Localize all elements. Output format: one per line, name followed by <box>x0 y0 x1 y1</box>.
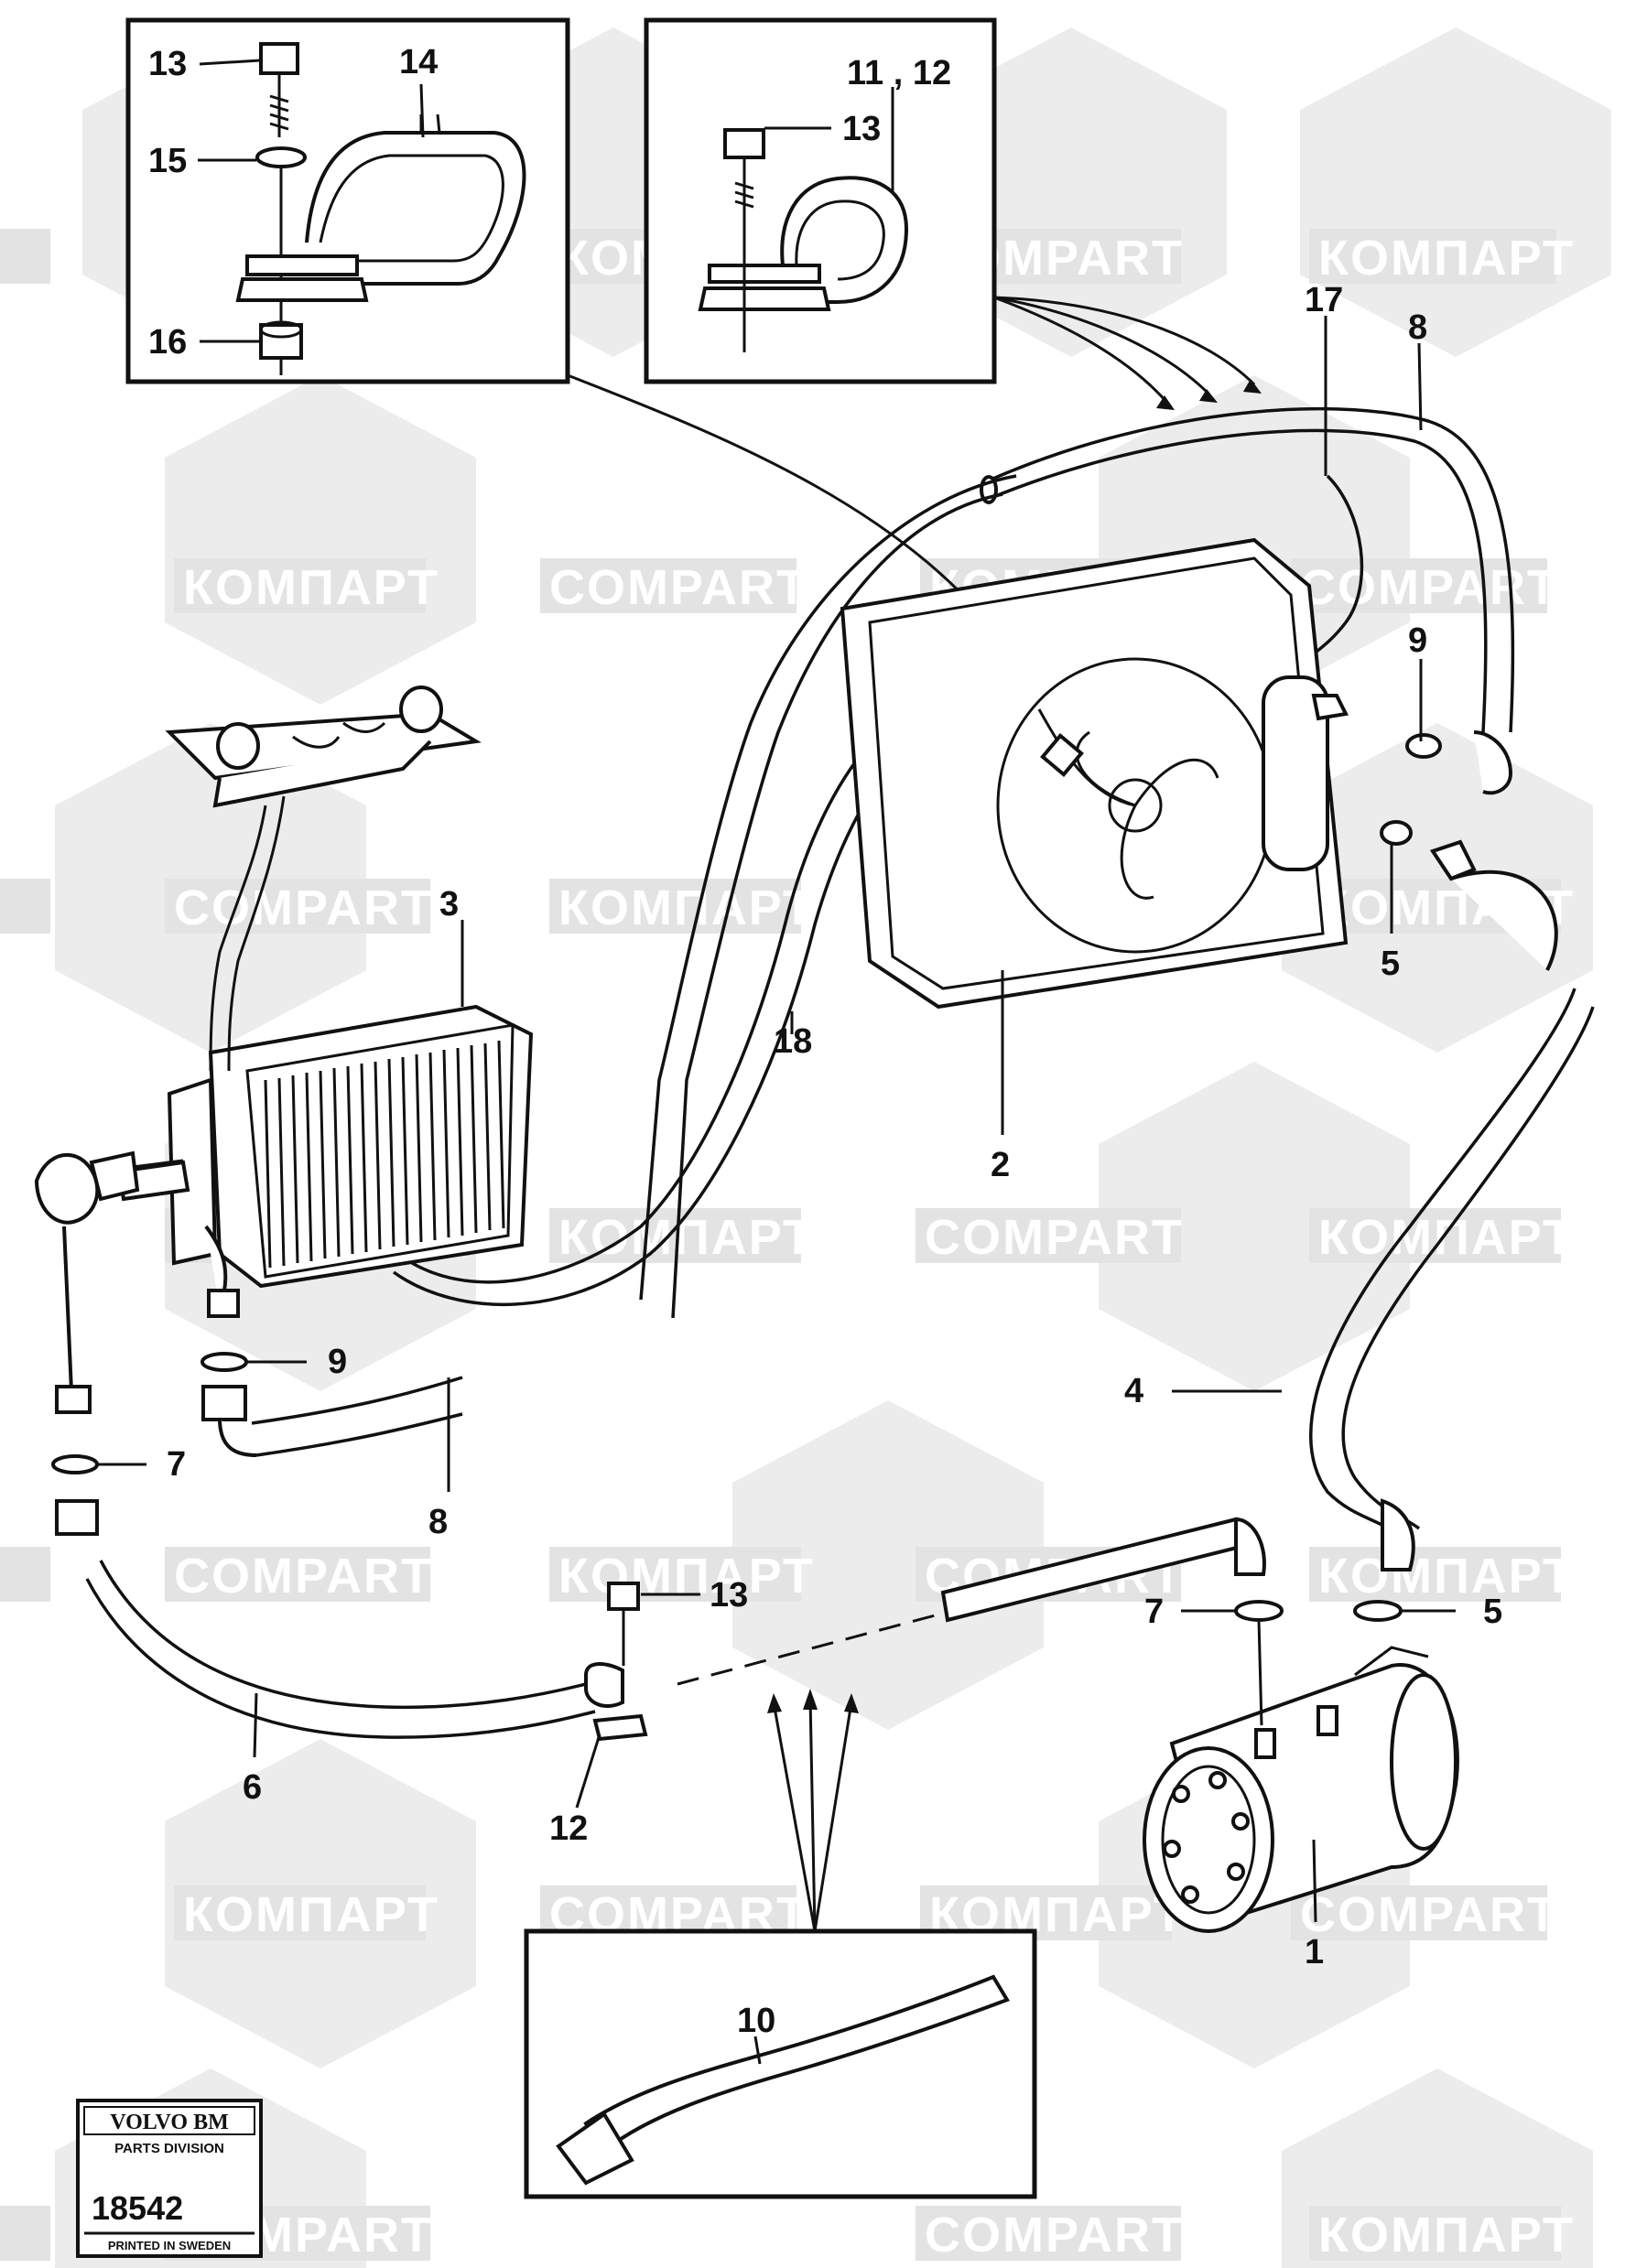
receiver-drier-icon <box>1262 675 1329 871</box>
washer-icon <box>1405 733 1442 759</box>
nut-icon <box>207 1289 240 1318</box>
inset-bottom-arrows <box>767 1689 859 1932</box>
watermark-kompart: КОМПАРТ <box>1318 1549 1575 1604</box>
callout-5: 5 <box>1483 1593 1502 1631</box>
expansion-valve <box>34 1150 184 1414</box>
watermark-compart: COMPART <box>925 2208 1184 2263</box>
watermark-compart: COMPART <box>174 1549 433 1604</box>
watermark-kompart: КОМПАРТ <box>1318 231 1575 286</box>
callout-8: 8 <box>428 1503 448 1541</box>
watermark-compart: COMPART <box>1300 560 1559 615</box>
knob-icon <box>399 686 443 733</box>
callout-3: 3 <box>439 885 459 923</box>
watermark-compart: COMPART <box>925 1210 1184 1265</box>
watermark-compart: COMPART <box>1300 1887 1559 1942</box>
callout-5: 5 <box>1381 945 1400 983</box>
fittings-compressor <box>1234 1498 1415 1726</box>
inset-b-leaders <box>993 296 1262 410</box>
callouts: 17 8 9 5 3 18 2 9 7 8 4 6 12 13 7 5 1 10 <box>167 281 1502 2040</box>
washer-icon <box>51 1454 99 1474</box>
washer-icon <box>255 146 307 168</box>
callout-8: 8 <box>1408 308 1427 347</box>
evaporator-3 <box>116 1004 534 1310</box>
callout-17: 17 <box>1305 281 1343 319</box>
stamp-number: 18542 <box>92 2189 183 2227</box>
callout-7: 7 <box>167 1445 186 1484</box>
washer-icon <box>1353 1600 1403 1622</box>
compressor-1 <box>1143 1646 1459 1933</box>
knob-icon <box>216 722 260 770</box>
watermark-kompart: КОМПАРТ <box>558 880 815 935</box>
callout-15: 15 <box>148 142 187 180</box>
hose-4 <box>1308 869 1595 1539</box>
fittings-condenser <box>1311 694 1513 881</box>
callout-1: 1 <box>1305 1933 1324 1971</box>
callout-18: 18 <box>774 1022 812 1061</box>
callout-13: 13 <box>710 1576 748 1615</box>
callout-13: 13 <box>148 45 187 83</box>
callout-12: 12 <box>549 1809 588 1848</box>
nut-icon <box>55 1385 92 1414</box>
callout-13: 13 <box>842 110 881 148</box>
clamp-12 <box>584 1582 648 1742</box>
watermark-row-5: COMPART КОМПАРТ COMPART КОМПАРТ <box>0 1547 1575 1604</box>
inset-clamp-11-12: 11 , 12 13 <box>644 17 997 384</box>
watermark-kompart: КОМПАРТ <box>183 560 439 615</box>
inset-clamp-14: 13 15 16 14 <box>125 17 570 384</box>
watermark-kompart: КОМПАРТ <box>1318 2208 1575 2263</box>
callout-14: 14 <box>399 43 438 81</box>
bolt-icon <box>259 42 299 137</box>
leader-lines <box>96 316 1456 1923</box>
rubber-clamp-icon <box>698 176 909 311</box>
hose-8-lower <box>251 1376 463 1457</box>
watermark-kompart: КОМПАРТ <box>1318 1210 1575 1265</box>
watermark-compart: COMPART <box>549 560 808 615</box>
washer-icon <box>1234 1600 1284 1622</box>
volvo-stamp: VOLVO BM PARTS DIVISION 18542 PRINTED IN… <box>76 2099 263 2258</box>
condenser-2 <box>840 537 1349 1010</box>
watermark-row-6: КОМПАРТ COMPART КОМПАРТ COMPART <box>174 1885 1559 1942</box>
hose-6 <box>85 1560 953 1739</box>
fittings-lower-left <box>51 1289 257 1536</box>
callout-9: 9 <box>1408 621 1427 660</box>
nut-icon <box>259 320 303 375</box>
stamp-division: PARTS DIVISION <box>114 2141 224 2156</box>
callout-9: 9 <box>328 1343 347 1381</box>
watermark-compart: COMPART <box>174 880 433 935</box>
watermark-row-7: COMPART COMPART КОМПАРТ <box>0 2206 1575 2263</box>
inset-strap-10 <box>524 1928 1037 2199</box>
washer-icon <box>1380 820 1413 846</box>
stamp-printed: PRINTED IN SWEDEN <box>108 2239 231 2252</box>
nut-icon <box>201 1385 247 1421</box>
watermark-kompart: КОМПАРТ <box>183 1887 439 1942</box>
watermark-kompart: КОМПАРТ <box>558 1210 815 1265</box>
rubber-clamp-icon <box>235 113 526 302</box>
bolt-icon <box>607 1582 640 1611</box>
bolt-icon <box>723 128 765 220</box>
washer-icon <box>200 1352 248 1372</box>
callout-11-12: 11 , 12 <box>847 54 951 92</box>
callout-4: 4 <box>1124 1372 1143 1410</box>
callout-2: 2 <box>991 1146 1010 1184</box>
nut-icon <box>55 1499 99 1536</box>
evaporator-fins <box>264 1040 505 1269</box>
stamp-brand: VOLVO BM <box>110 2111 229 2134</box>
callout-16: 16 <box>148 323 187 362</box>
callout-10: 10 <box>737 2002 775 2040</box>
callout-6: 6 <box>243 1768 262 1807</box>
callout-7: 7 <box>1144 1593 1164 1631</box>
control-panel <box>165 686 482 1072</box>
